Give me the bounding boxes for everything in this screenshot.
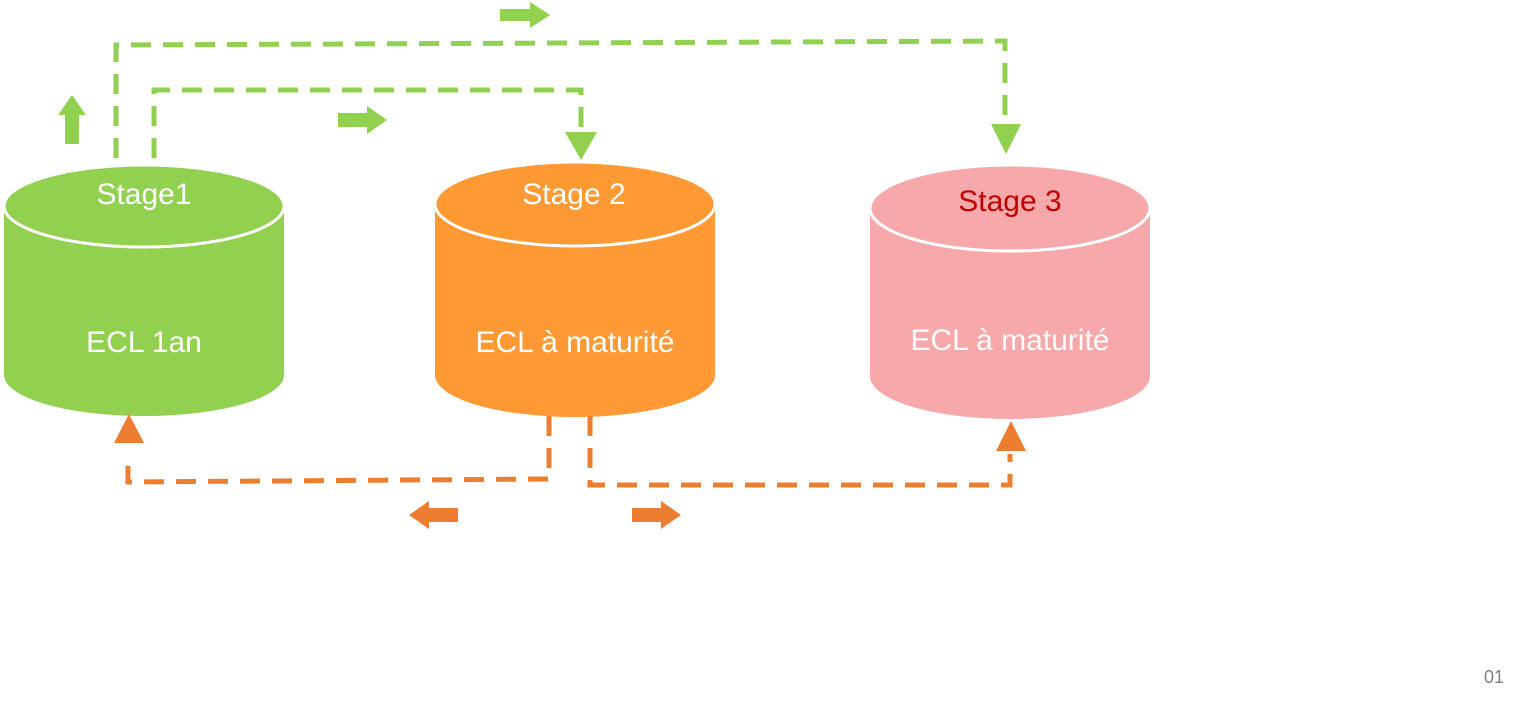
stage1-ecl-label: ECL 1an (86, 326, 202, 359)
page-number: 01 (1483, 667, 1504, 687)
triangle-arrowhead-icon (996, 421, 1026, 451)
block-arrow-icon (58, 95, 86, 144)
connector-stage1-to-stage3 (113, 38, 1008, 158)
connector-stage2-to-stage1 (125, 416, 552, 485)
stage1-cylinder: Stage1 ECL 1an (2, 163, 286, 416)
stage2-ecl-label: ECL à maturité (476, 326, 675, 359)
stage3-cylinder-body (870, 208, 1150, 419)
stage1-cylinder-body (4, 206, 284, 416)
stage3-title: Stage 3 (958, 185, 1061, 218)
stage3-ecl-label: ECL à maturité (911, 324, 1110, 357)
stage1-cylinder-top (2, 163, 286, 249)
triangle-arrowhead-icon (114, 414, 144, 443)
triangle-arrowhead-icon (991, 124, 1021, 154)
triangle-arrowhead-icon (565, 132, 597, 160)
stage2-cylinder-body (435, 204, 715, 417)
stage2-cylinder-top (433, 160, 717, 248)
stage3-cylinder-top (868, 163, 1152, 253)
stage2-title: Stage 2 (522, 178, 625, 211)
connector-stage2-to-stage3 (587, 416, 1013, 488)
stage3-cylinder: Stage 3 ECL à maturité (868, 163, 1152, 419)
improvement-connectors (125, 416, 1013, 488)
block-arrow-icon (409, 501, 458, 529)
block-arrow-icon (500, 2, 550, 28)
block-arrow-icon (632, 501, 681, 529)
stage1-title: Stage1 (96, 178, 191, 211)
deterioration-connectors (113, 38, 1008, 158)
connector-stage1-to-stage2 (151, 87, 584, 158)
stage2-cylinder: Stage 2 ECL à maturité (433, 160, 717, 417)
block-arrow-icon (338, 106, 387, 134)
